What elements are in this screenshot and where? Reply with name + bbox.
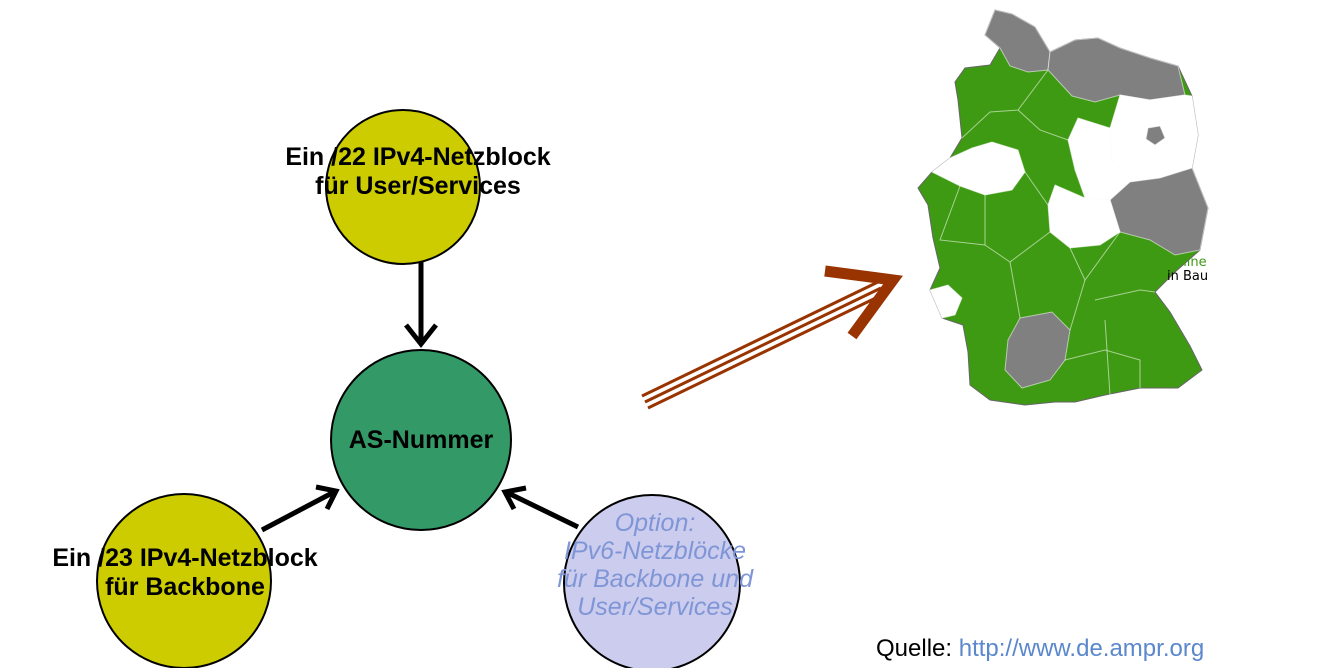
node-as-number-label: AS-Nummer	[321, 426, 521, 455]
node-as-number-circle	[330, 349, 512, 531]
source-link[interactable]: http://www.de.ampr.org	[958, 635, 1205, 662]
map-region-saarland	[929, 284, 963, 319]
map-legend-in-bau: in Bau	[1167, 269, 1209, 285]
arrowhead-ipv6-to-as	[501, 485, 527, 511]
node-ipv4-user-line1: Ein /22 IPv4-Netzblock	[285, 143, 551, 171]
node-ipv4-backbone-label: Ein /23 IPv4-Netzblock für Backbone	[10, 544, 360, 602]
map-region-nrw	[931, 141, 1026, 196]
node-ipv6-option-line4: User/Services	[577, 593, 733, 621]
arrow-backbone-to-as	[260, 489, 336, 533]
source-line: Quelle: http://www.de.ampr.org	[876, 635, 1204, 663]
node-ipv4-backbone-circle	[96, 493, 272, 668]
node-ipv6-option-circle	[563, 494, 741, 668]
node-ipv4-backbone-line2: für Backbone	[105, 573, 265, 601]
germany-map	[917, 9, 1209, 406]
map-region-berlin	[1145, 125, 1166, 146]
arrowhead-backbone-to-as	[315, 484, 340, 511]
map-legend: online in Bau	[1167, 255, 1209, 285]
map-region-schleswig-holstein	[984, 9, 1051, 73]
arrow-ipv6-to-as	[506, 490, 580, 530]
node-ipv4-user-line2: für User/Services	[315, 172, 521, 200]
source-prefix: Quelle:	[876, 635, 959, 662]
node-ipv6-option-line2: IPv6-Netzblöcke	[563, 537, 747, 565]
node-ipv6-option-line3: für Backbone und	[557, 565, 753, 593]
map-pointer-arrow	[641, 265, 903, 410]
node-ipv6-option-line1: Option:	[614, 509, 696, 537]
map-region-thueringen	[1047, 184, 1121, 249]
node-ipv4-user-circle	[325, 109, 481, 265]
map-legend-online: online	[1167, 255, 1207, 270]
arrowhead-user-to-as	[404, 323, 438, 349]
node-ipv4-user-label: Ein /22 IPv4-Netzblock für User/Services	[248, 143, 588, 201]
map-region-baden-wuerttemberg	[1004, 311, 1071, 389]
map-region-mecklenburg	[1047, 37, 1186, 103]
node-ipv6-option-label: Option: IPv6-Netzblöcke für Backbone und…	[515, 509, 795, 621]
node-as-number-text: AS-Nummer	[348, 426, 494, 454]
node-ipv4-backbone-line1: Ein /23 IPv4-Netzblock	[52, 544, 318, 572]
